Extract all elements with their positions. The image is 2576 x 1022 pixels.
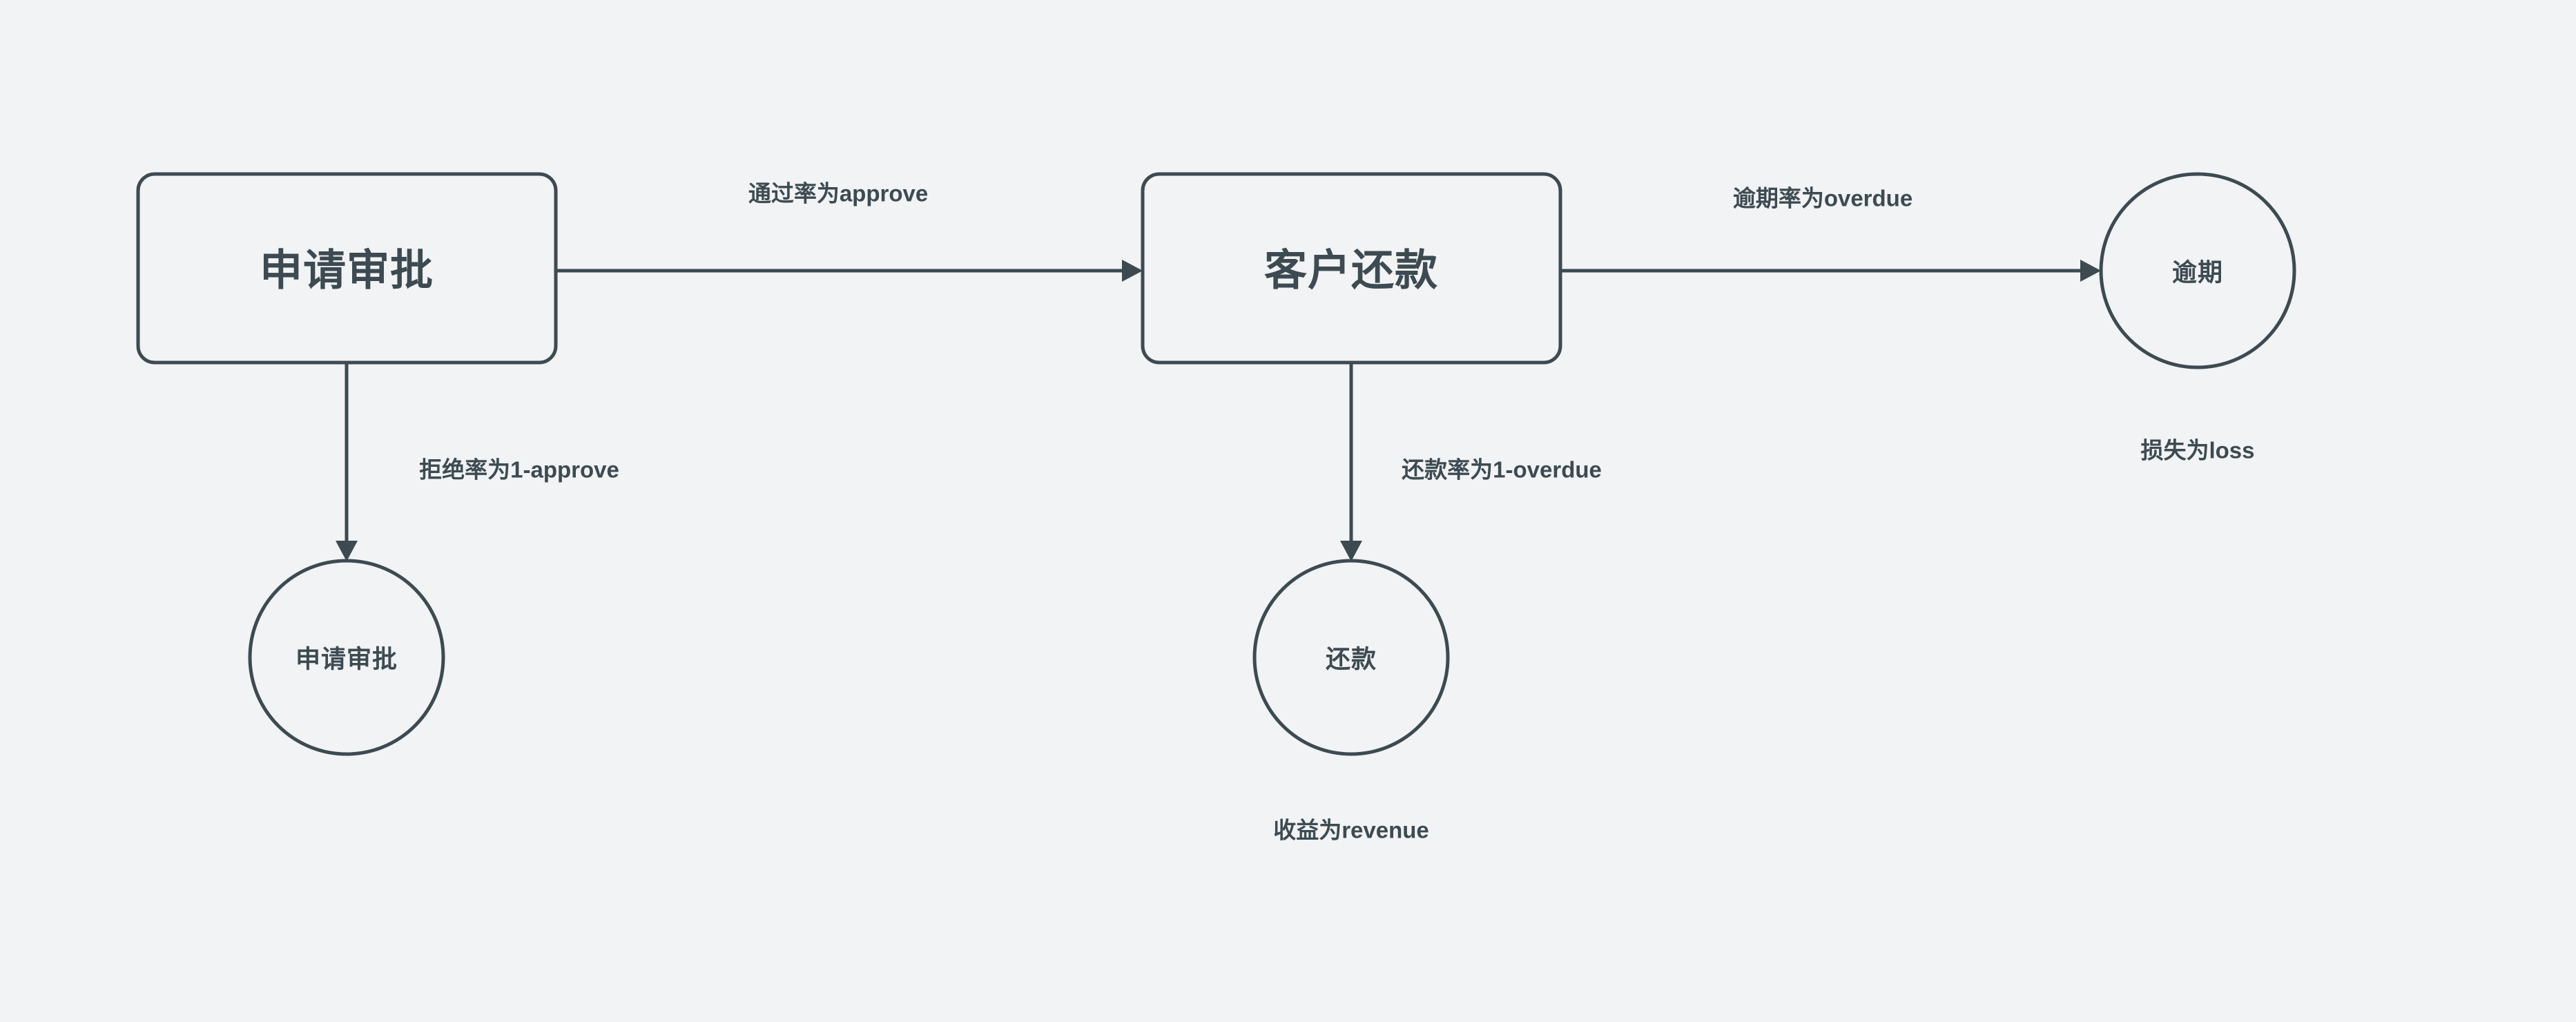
node-customer-repayment-label: 客户还款 bbox=[1264, 247, 1438, 295]
edge-approve-arrowhead bbox=[1122, 260, 1143, 282]
node-application-approval-shape bbox=[136, 172, 558, 365]
edge-label-reject: 拒绝率为1-approve bbox=[419, 457, 619, 483]
node-overdue-label: 逾期 bbox=[2172, 258, 2223, 287]
node-customer-repayment-process[interactable]: 客户还款 bbox=[1141, 172, 1562, 365]
node-rejected-label: 申请审批 bbox=[296, 645, 398, 673]
edge-label-overdue: 逾期率为overdue bbox=[1733, 186, 1912, 211]
edge-overdue[interactable] bbox=[1560, 260, 2101, 282]
node-repaid-shape bbox=[1252, 559, 1450, 756]
node-application-approval-label: 申请审批 bbox=[260, 247, 434, 295]
node-overdue-shape bbox=[2099, 172, 2296, 369]
edge-repay-arrowhead bbox=[1340, 541, 1362, 561]
caption-loss: 损失为loss bbox=[2140, 438, 2254, 463]
edge-repay[interactable] bbox=[1340, 363, 1362, 561]
node-application-approval-process[interactable]: 申请审批 bbox=[136, 172, 558, 365]
edge-reject[interactable] bbox=[336, 363, 358, 561]
edge-overdue-arrowhead bbox=[2080, 260, 2101, 282]
edge-label-repay: 还款率为1-overdue bbox=[1402, 457, 1602, 483]
node-customer-repayment-shape bbox=[1141, 172, 1562, 365]
caption-revenue: 收益为revenue bbox=[1273, 818, 1429, 843]
node-repaid-outcome[interactable]: 还款 bbox=[1252, 559, 1450, 756]
edge-reject-arrowhead bbox=[336, 541, 358, 561]
edge-label-approve: 通过率为approve bbox=[748, 181, 928, 206]
node-repaid-label: 还款 bbox=[1326, 645, 1377, 673]
node-rejected-outcome[interactable]: 申请审批 bbox=[248, 559, 445, 756]
edge-approve[interactable] bbox=[556, 260, 1143, 282]
node-overdue-outcome[interactable]: 逾期 bbox=[2099, 172, 2296, 369]
node-rejected-shape bbox=[248, 559, 445, 756]
